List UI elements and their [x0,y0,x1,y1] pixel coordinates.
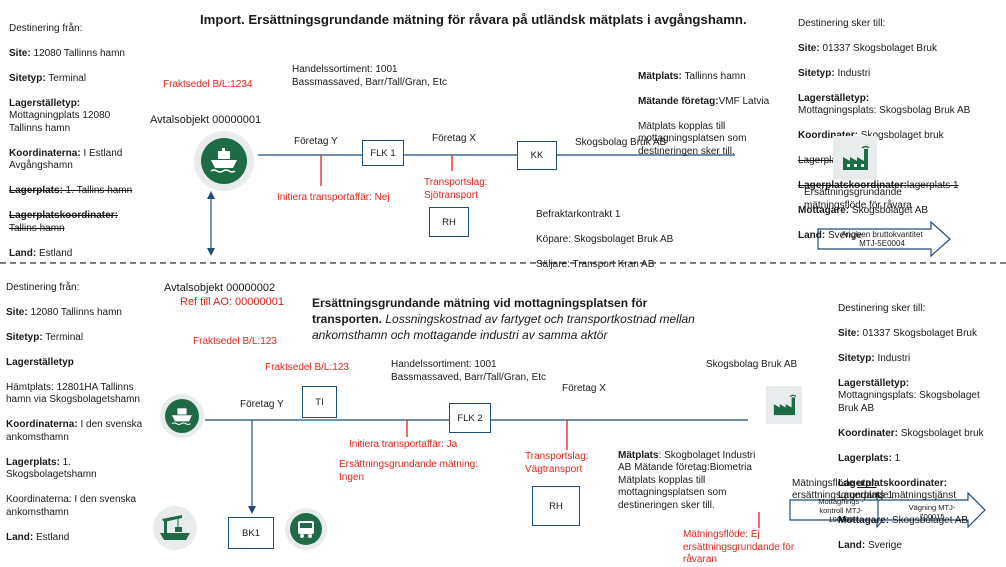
bottom-transportslag: Transportslag: Vägtransport [525,451,589,475]
top-skogsbolag: Skogsbolag Bruk AB [575,137,667,148]
top-title: Import. Ersättningsgrundande mätning för… [200,12,747,27]
kk-box[interactable]: KK [517,141,557,170]
bottom-dest-info: Destinering sker till: Site: 01337 Skogs… [838,302,984,552]
flk1-box[interactable]: FLK 1 [362,140,404,166]
top-flode-text: Ersättningsgrundande mätningsflöde för r… [804,187,912,211]
crane-ship-icon [153,506,197,550]
top-handelssortiment: Handelssortiment: 1001 Bassmassaved, Bar… [292,64,448,88]
angiven-label: Angiven bruttokvantitet MTJ-5E0004 [841,230,923,248]
origin-lagerplats: Lagerplats: 1. Tallins hamn [9,185,133,196]
origin-sitetyp: Sitetyp: Terminal [9,72,87,84]
bottom-origin-info: Destinering från: Site: 12080 Tallinns h… [6,281,143,543]
bottom-avtalsobjekt: Avtalsobjekt 00000002 [164,282,276,294]
origin-heading: Destinering från: [9,22,83,34]
bottom-fraktsedel-1: Fraktsedel B/L:123 [193,336,277,347]
bottom-flode-text: Mätningsflöde utan ersättningsgrundande … [792,477,956,502]
ship-icon-bottom [160,394,204,438]
origin-lpkoord: Lagerplatskoordinater:Tallins hamn [9,210,118,234]
top-dest-info: Destinering sker till: Site: 01337 Skogs… [798,17,971,242]
top-foretag-y: Företag Y [294,136,338,147]
origin-land: Land: Estland [9,247,73,259]
bottom-handelssortiment: Handelssortiment: 1001 Bassmassaved, Bar… [391,359,547,383]
top-foretag-x: Företag X [432,133,476,144]
top-befrakt: Befraktarkontrakt 1 Köpare: Skogsbolaget… [536,208,674,270]
truck-icon [285,508,327,550]
bottom-fraktsedel-2: Fraktsedel B/L:123 [265,362,349,373]
top-matplats: Mätplats: Tallinns hamn Mätande företag:… [638,70,770,157]
origin-koord: Koordinaterna: I Estland Avgångshamn [9,147,123,172]
bottom-initiera: Initiera transportaffär: Ja [349,439,458,450]
top-fraktsedel: Fraktsedel B/L:1234 [163,79,253,90]
top-initiera: Initiera transportaffär: Nej [277,192,390,203]
bottom-ref: Ref till AO: 00000001 [180,296,284,308]
rh-box-bottom[interactable]: RH [532,486,580,526]
bottom-ers-matning: Ersättningsgrundande mätning: Ingen [339,459,478,483]
factory-icon-top [833,136,877,180]
bk1-box[interactable]: BK1 [228,517,274,549]
bottom-foretag-x: Företag X [562,383,606,394]
vagning-label: Vägning MTJ-700015 [908,503,956,521]
top-transportslag: Transportslag: Sjötransport [424,177,488,201]
factory-icon-bottom [766,386,802,424]
ship-icon [194,131,254,191]
flk2-box[interactable]: FLK 2 [449,403,491,433]
bottom-matplats: Mätplats: Skogbolaget Industri AB Mätand… [618,449,756,511]
rh-box-top[interactable]: RH [429,207,469,237]
top-avtalsobjekt: Avtalsobjekt 00000001 [150,114,262,126]
bottom-foretag-y: Företag Y [240,399,284,410]
origin-lagertyp: Lagerställetyp:Mottagningplats 12080 Tal… [9,97,111,134]
bottom-title: Ersättningsgrundande mätning vid mottagn… [312,296,695,342]
ti-box[interactable]: TI [302,386,337,418]
kontroll-label: Mottagnings - kontroll MTJ-100002 [818,497,864,524]
bottom-matningsflode-ej: Mätningsflöde: Ej ersättningsgrundande f… [683,529,795,565]
bottom-skogsbolag: Skogsbolag Bruk AB [706,359,798,370]
top-origin-info: Destinering från: Site: 12080 Tallinns h… [9,10,139,273]
origin-site: Site: 12080 Tallinns hamn [9,47,125,59]
